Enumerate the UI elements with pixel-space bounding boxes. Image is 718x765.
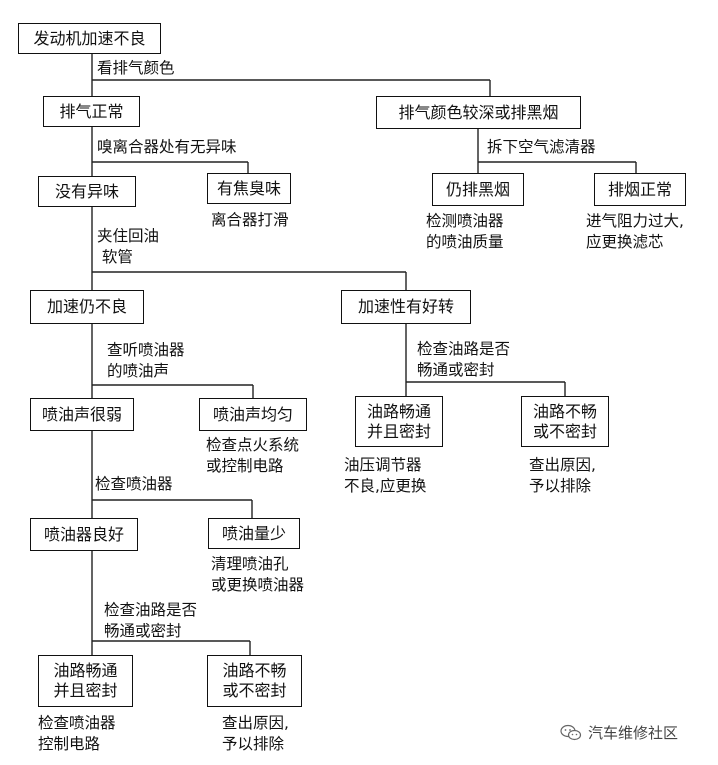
label-check-injector: 检查喷油器 xyxy=(95,475,173,493)
watermark: 汽车维修社区 xyxy=(560,722,678,743)
label-pressure-regulator: 油压调节器不良,应更换 xyxy=(344,456,427,495)
node-no-odor: 没有异味 xyxy=(38,176,136,207)
node-injector-sound-weak: 喷油声很弱 xyxy=(30,398,134,431)
node-fuel-line-ok-a: 油路畅通并且密封 xyxy=(355,396,443,447)
node-injector-good: 喷油器良好 xyxy=(30,518,138,551)
label-find-cause-a: 查出原因,予以排除 xyxy=(529,456,596,495)
label-check-fuel-line-a: 检查油路是否畅通或密封 xyxy=(417,340,511,379)
label-remove-air-filter: 拆下空气滤清器 xyxy=(487,138,596,156)
label-check-injector-circuit: 检查喷油器控制电路 xyxy=(38,714,116,753)
label-test-injector-quality: 检测喷油器的喷油质量 xyxy=(426,212,504,251)
node-accel-improved: 加速性有好转 xyxy=(341,290,471,324)
node-fuel-line-bad-a: 油路不畅或不密封 xyxy=(521,396,609,447)
node-fuel-line-ok-b: 油路畅通并且密封 xyxy=(38,655,133,707)
label-clean-injector: 清理喷油孔或更换喷油器 xyxy=(211,555,305,594)
wechat-icon xyxy=(560,724,582,740)
label-find-cause-b: 查出原因,予以排除 xyxy=(222,714,289,753)
node-still-black-smoke: 仍排黑烟 xyxy=(432,173,524,206)
node-injector-sound-even: 喷油声均匀 xyxy=(199,398,307,431)
label-check-ignition: 检查点火系统或控制电路 xyxy=(206,436,300,475)
label-listen-injector: 查听喷油器的喷油声 xyxy=(107,341,185,380)
label-intake-resistance: 进气阻力过大,应更换滤芯 xyxy=(586,212,684,251)
node-smoke-normal: 排烟正常 xyxy=(594,173,686,206)
node-fuel-line-bad-b: 油路不畅或不密封 xyxy=(207,655,302,707)
label-check-fuel-line-b: 检查油路是否畅通或密封 xyxy=(104,601,198,640)
label-check-exhaust-color: 看排气颜色 xyxy=(97,59,175,77)
node-accel-still-poor: 加速仍不良 xyxy=(30,290,144,324)
node-exhaust-dark: 排气颜色较深或排黑烟 xyxy=(376,96,581,129)
label-smell-clutch: 嗅离合器处有无异味 xyxy=(97,138,237,156)
node-exhaust-normal: 排气正常 xyxy=(43,96,140,127)
watermark-text: 汽车维修社区 xyxy=(588,724,679,742)
label-clamp-return-hose: 夹住回油 软管 xyxy=(97,227,160,266)
node-burnt-odor: 有焦臭味 xyxy=(207,173,291,204)
node-engine-accel-poor: 发动机加速不良 xyxy=(18,23,161,54)
label-clutch-slip: 离合器打滑 xyxy=(211,211,289,229)
node-injection-low: 喷油量少 xyxy=(208,518,300,549)
